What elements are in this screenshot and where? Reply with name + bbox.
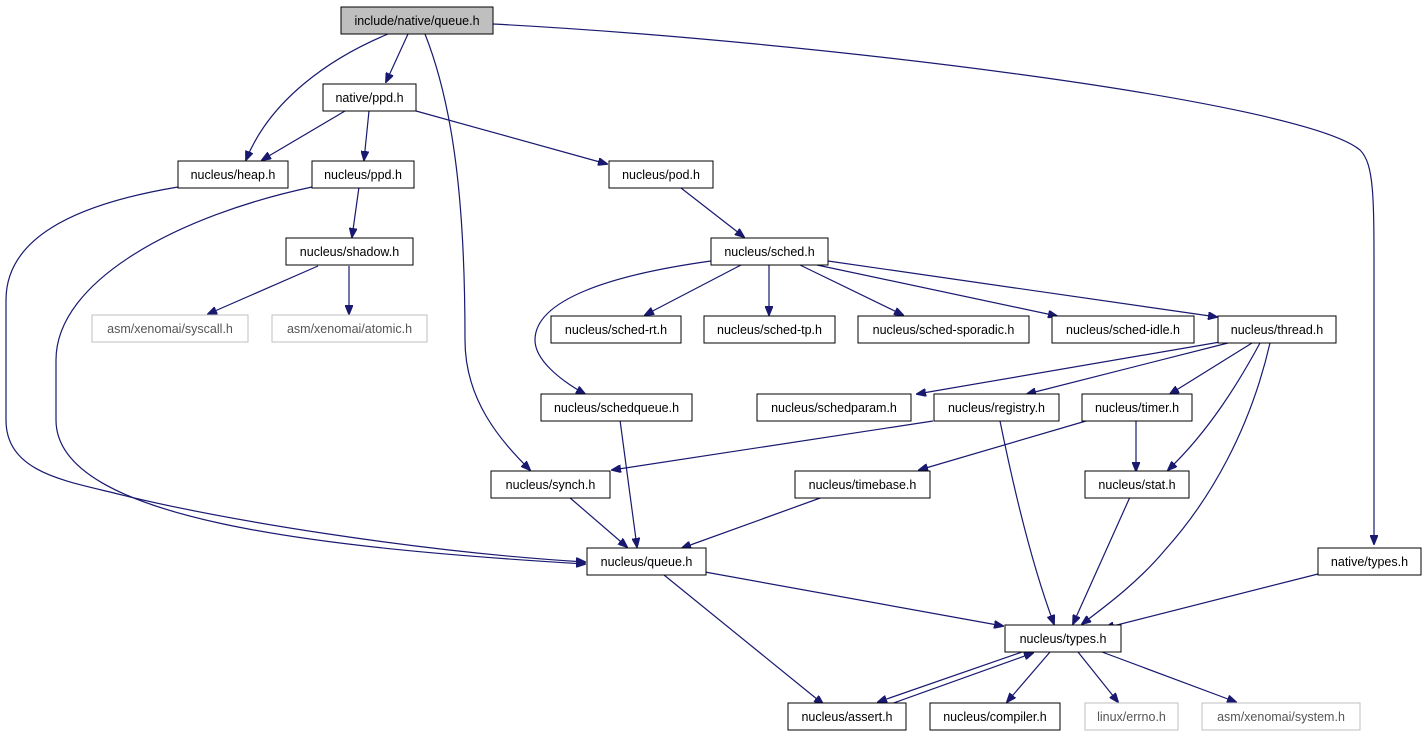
edge-native-types-nuc-types <box>1105 573 1319 628</box>
node-label: nucleus/shadow.h <box>300 245 399 259</box>
node-nucleus-sched-idle-h[interactable]: nucleus/sched-idle.h <box>1051 315 1195 344</box>
node-label: linux/errno.h <box>1097 710 1166 724</box>
node-label: native/ppd.h <box>335 91 403 105</box>
edge-thread-registry <box>1027 342 1229 394</box>
edge-root-synch <box>424 33 530 470</box>
node-nucleus-sched-h[interactable]: nucleus/sched.h <box>710 237 829 266</box>
node-nucleus-pod-h[interactable]: nucleus/pod.h <box>608 160 714 189</box>
edge-thread-timer <box>1170 342 1253 394</box>
node-label: include/native/queue.h <box>354 14 479 28</box>
node-label: asm/xenomai/system.h <box>1217 710 1345 724</box>
node-label: nucleus/timer.h <box>1095 401 1179 415</box>
edge-registry-synch <box>612 420 934 470</box>
node-nucleus-schedqueue-h[interactable]: nucleus/schedqueue.h <box>540 393 693 422</box>
edge-thread-stat <box>1168 342 1261 470</box>
node-nucleus-heap-h[interactable]: nucleus/heap.h <box>177 160 289 189</box>
node-nucleus-types-h[interactable]: nucleus/types.h <box>1004 624 1122 653</box>
node-nucleus-ppd-h[interactable]: nucleus/ppd.h <box>311 160 415 189</box>
edge-stat-nuc-types <box>1073 496 1131 624</box>
edge-nuc-types-compiler <box>1007 651 1051 702</box>
edge-root-native-types <box>492 23 1374 544</box>
node-nucleus-registry-h[interactable]: nucleus/registry.h <box>933 393 1060 422</box>
edge-registry-nuc-types <box>999 420 1054 624</box>
edge-sched-thread <box>827 260 1217 317</box>
edge-timer-timebase <box>919 420 1087 470</box>
node-nucleus-shadow-h[interactable]: nucleus/shadow.h <box>285 237 414 266</box>
node-nucleus-sched-tp-h[interactable]: nucleus/sched-tp.h <box>703 315 836 344</box>
node-nucleus-timer-h[interactable]: nucleus/timer.h <box>1081 393 1193 422</box>
node-label: nucleus/heap.h <box>191 168 276 182</box>
edge-root-heap <box>246 33 389 160</box>
edge-nuc-queue-assert <box>663 574 823 704</box>
node-label: nucleus/sched-sporadic.h <box>873 323 1015 337</box>
edge-nuc-types-errno <box>1077 651 1118 702</box>
node-label: nucleus/stat.h <box>1098 478 1175 492</box>
edge-sched-sched-rt <box>645 264 742 315</box>
node-nucleus-stat-h[interactable]: nucleus/stat.h <box>1084 470 1190 499</box>
node-label: nucleus/compiler.h <box>943 710 1047 724</box>
node-label: asm/xenomai/atomic.h <box>287 322 412 336</box>
node-nucleus-schedparam-h[interactable]: nucleus/schedparam.h <box>756 393 912 422</box>
edge-nuc-types-system <box>1101 651 1236 702</box>
node-asm-xenomai-atomic-h[interactable]: asm/xenomai/atomic.h <box>271 314 428 343</box>
node-label: nucleus/schedparam.h <box>771 401 897 415</box>
node-label: nucleus/queue.h <box>601 555 693 569</box>
node-label: nucleus/pod.h <box>622 168 700 182</box>
node-label: nucleus/sched-idle.h <box>1066 323 1180 337</box>
node-label: nucleus/registry.h <box>948 401 1045 415</box>
node-nucleus-synch-h[interactable]: nucleus/synch.h <box>490 470 611 499</box>
edge-nuc-queue-nuc-types <box>704 571 1003 626</box>
node-include-native-queue-h[interactable]: include/native/queue.h <box>340 6 494 35</box>
edge-pod-sched <box>680 187 744 237</box>
edge-root-native-ppd <box>386 33 409 82</box>
node-nucleus-timebase-h[interactable]: nucleus/timebase.h <box>794 470 931 499</box>
edge-nuc-ppd-nuc-queue <box>55 186 585 564</box>
edge-sched-sched-idle <box>816 264 1057 316</box>
edge-nuc-types-assert <box>878 650 1026 702</box>
node-label: nucleus/sched-rt.h <box>565 323 667 337</box>
edge-native-ppd-heap <box>262 110 346 160</box>
edge-sched-schedqueue <box>534 260 712 394</box>
node-nucleus-queue-h[interactable]: nucleus/queue.h <box>586 547 707 576</box>
node-asm-xenomai-system-h[interactable]: asm/xenomai/system.h <box>1201 702 1361 731</box>
node-nucleus-sched-sporadic-h[interactable]: nucleus/sched-sporadic.h <box>857 315 1030 344</box>
node-native-ppd-h[interactable]: native/ppd.h <box>322 83 417 112</box>
node-nucleus-sched-rt-h[interactable]: nucleus/sched-rt.h <box>550 315 682 344</box>
edge-timebase-nuc-queue <box>682 496 824 548</box>
edge-assert-nuc-types <box>887 653 1033 706</box>
edge-schedqueue-nuc-queue <box>619 419 637 547</box>
edge-heap-nuc-queue <box>5 186 585 562</box>
node-label: nucleus/sched.h <box>724 245 814 259</box>
node-nucleus-assert-h[interactable]: nucleus/assert.h <box>787 702 907 731</box>
node-label: nucleus/types.h <box>1020 632 1107 646</box>
node-label: nucleus/sched-tp.h <box>717 323 822 337</box>
node-label: nucleus/synch.h <box>506 478 596 492</box>
edge-synch-nuc-queue <box>568 496 627 547</box>
node-label: nucleus/thread.h <box>1231 323 1323 337</box>
nodes: include/native/queue.h native/ppd.h nucl… <box>91 6 1422 731</box>
edge-native-ppd-nuc-ppd <box>364 110 370 160</box>
node-label: nucleus/schedqueue.h <box>554 401 679 415</box>
edge-shadow-syscall <box>208 265 319 314</box>
node-asm-xenomai-syscall-h[interactable]: asm/xenomai/syscall.h <box>91 314 249 343</box>
edges <box>5 23 1374 706</box>
node-linux-errno-h[interactable]: linux/errno.h <box>1084 702 1179 731</box>
node-native-types-h[interactable]: native/types.h <box>1317 547 1422 576</box>
edge-thread-nuc-types <box>1082 342 1271 624</box>
node-label: nucleus/assert.h <box>801 710 892 724</box>
node-nucleus-compiler-h[interactable]: nucleus/compiler.h <box>929 702 1061 731</box>
node-label: nucleus/timebase.h <box>809 478 917 492</box>
edge-native-ppd-pod <box>415 110 607 164</box>
edge-nuc-ppd-shadow <box>352 186 360 237</box>
node-label: nucleus/ppd.h <box>324 168 402 182</box>
node-label: native/types.h <box>1331 555 1408 569</box>
edge-sched-sched-sporadic <box>799 264 903 315</box>
node-label: asm/xenomai/syscall.h <box>107 322 233 336</box>
node-nucleus-thread-h[interactable]: nucleus/thread.h <box>1217 315 1337 344</box>
edge-thread-schedparam <box>917 341 1221 394</box>
